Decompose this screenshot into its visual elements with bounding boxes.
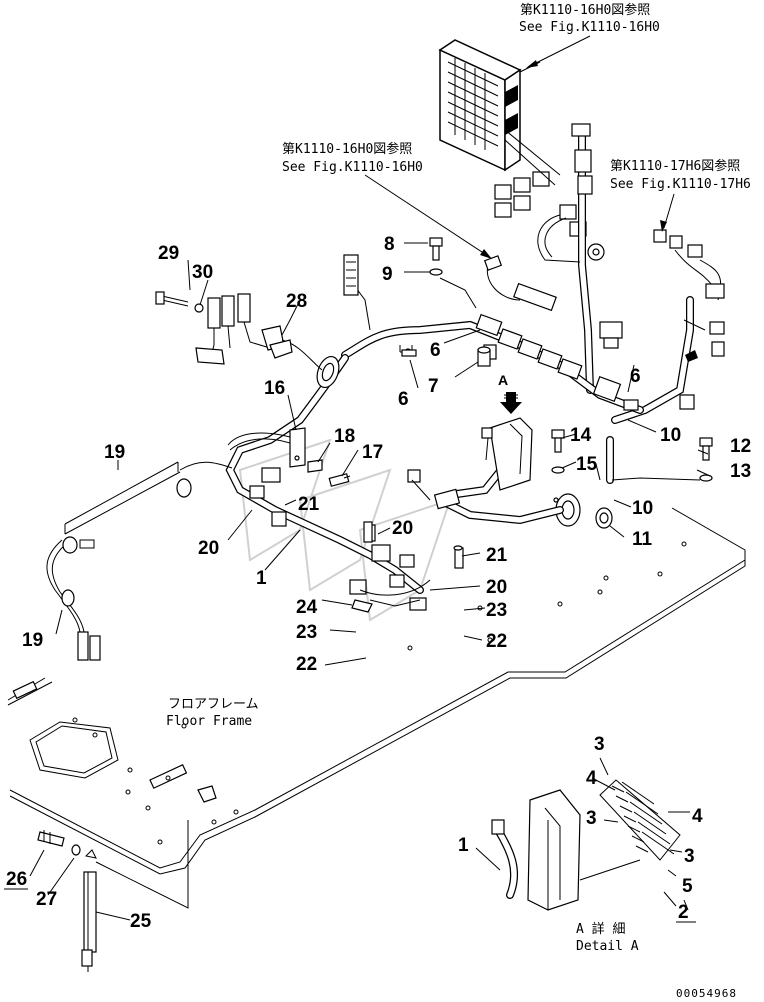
callout-30: 30 (192, 262, 213, 283)
callout-18: 18 (334, 426, 355, 447)
floor-frame-en-label: Floor Frame (166, 714, 252, 729)
callout-6c: 6 (630, 366, 641, 387)
callout-19b: 19 (22, 630, 43, 651)
callout-15: 15 (576, 454, 598, 475)
callout-6a: 6 (430, 340, 441, 361)
callout-16: 16 (264, 378, 285, 399)
callout-5: 5 (682, 876, 693, 897)
callout-1b: 1 (458, 835, 469, 856)
ground-strap (37, 820, 189, 972)
callout-3b: 3 (586, 808, 597, 829)
detail-a-view: A 詳 細 Detail A (491, 757, 690, 954)
callout-7: 7 (428, 376, 439, 397)
callout-10a: 10 (660, 425, 681, 446)
detail-a-letter: A (498, 372, 508, 388)
callout-8: 8 (384, 234, 395, 255)
callout-12: 12 (730, 436, 751, 457)
callout-3c: 3 (684, 846, 695, 867)
callout-29: 29 (158, 243, 179, 264)
right-harness (611, 229, 725, 424)
callout-27: 27 (36, 889, 57, 910)
leader-lines (29, 242, 711, 921)
ref-midright-en: See Fig.K1110-17H6 (610, 177, 751, 192)
callout-10b: 10 (632, 498, 653, 519)
callout-14: 14 (570, 425, 592, 446)
callout-1a: 1 (256, 568, 267, 589)
ref-top-jp: 第K1110-16H0図参照 (520, 2, 650, 18)
callout-3a: 3 (594, 734, 605, 755)
detail-a-marker: A (498, 372, 522, 414)
main-harness (341, 254, 644, 414)
ref-top-en: See Fig.K1110-16H0 (519, 20, 660, 35)
callout-9: 9 (382, 264, 393, 285)
detail-a-en-label: Detail A (576, 939, 639, 954)
callout-13: 13 (730, 461, 751, 482)
callout-22a: 22 (486, 631, 507, 652)
upper-left-connectors (155, 291, 323, 371)
hardware-right (407, 417, 713, 529)
callout-20a: 20 (198, 538, 219, 559)
callout-2: 2 (678, 902, 689, 923)
callout-4b: 4 (692, 806, 703, 827)
hardware-8-9-7 (401, 237, 491, 367)
callout-23b: 23 (296, 622, 317, 643)
callout-6b: 6 (398, 389, 409, 410)
callout-22b: 22 (296, 654, 317, 675)
callout-26: 26 (6, 869, 27, 890)
fig-references: 第K1110-16H0図参照 See Fig.K1110-16H0 第K1110… (282, 2, 751, 259)
callout-25: 25 (130, 911, 152, 932)
harness-19 (46, 461, 233, 661)
callouts: 8 9 29 30 28 6 6 7 6 16 18 17 19 21 20 2… (6, 234, 751, 932)
callout-21a: 21 (298, 494, 320, 515)
callout-28: 28 (286, 291, 307, 312)
controller-unit (438, 39, 541, 172)
ref-midright-jp: 第K1110-17H6図参照 (610, 158, 740, 174)
ref-midleft-jp: 第K1110-16H0図参照 (282, 141, 412, 157)
clamp-16 (289, 427, 351, 487)
callout-24: 24 (296, 597, 318, 618)
vertical-harness (537, 123, 623, 394)
ref-midleft-en: See Fig.K1110-16H0 (282, 160, 423, 175)
floor-frame-jp-label: フロアフレーム (168, 697, 259, 712)
callout-19a: 19 (104, 442, 125, 463)
callout-20c: 20 (486, 577, 507, 598)
callout-23a: 23 (486, 600, 507, 621)
drawing-number: 00054968 (676, 987, 737, 1000)
callout-11: 11 (632, 529, 653, 550)
callout-20b: 20 (392, 518, 413, 539)
callout-4a: 4 (586, 768, 597, 789)
floor-frame: フロアフレーム Floor Frame (7, 507, 746, 875)
callout-17: 17 (362, 442, 383, 463)
detail-a-jp-label: A 詳 細 (576, 921, 625, 937)
callout-21b: 21 (486, 545, 508, 566)
